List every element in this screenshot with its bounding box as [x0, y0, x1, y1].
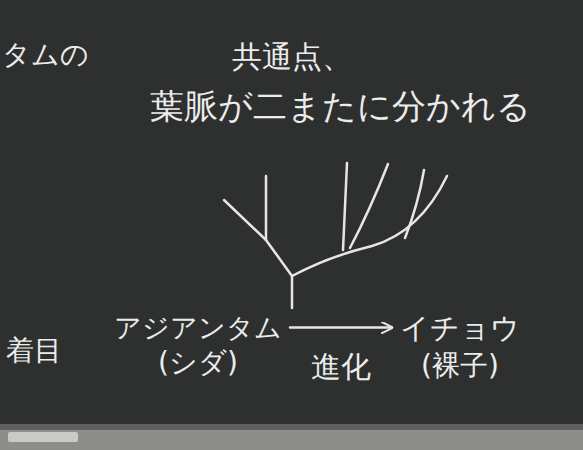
tray-edge: [0, 424, 583, 430]
plant-class: (裸子): [400, 348, 520, 384]
plant-class: (シダ): [114, 345, 282, 381]
vein-tree: [224, 163, 447, 308]
plant-name: イチョウ: [400, 310, 520, 348]
chalk-note: 共通点、: [232, 40, 352, 73]
chalk-note: タムの: [2, 40, 89, 71]
plant-group: アジアンタム(シダ): [108, 308, 288, 383]
arrow-label: 進化: [309, 350, 373, 383]
evolution-arrow: [290, 326, 392, 329]
chalk-note: 着目: [6, 336, 62, 367]
chalk-note: 葉脈が二またに分かれる: [150, 88, 531, 125]
plant-name: アジアンタム: [114, 310, 282, 345]
chalk-tray: [0, 430, 583, 450]
eraser: [8, 432, 78, 442]
plant-group: イチョウ(裸子): [394, 308, 526, 386]
